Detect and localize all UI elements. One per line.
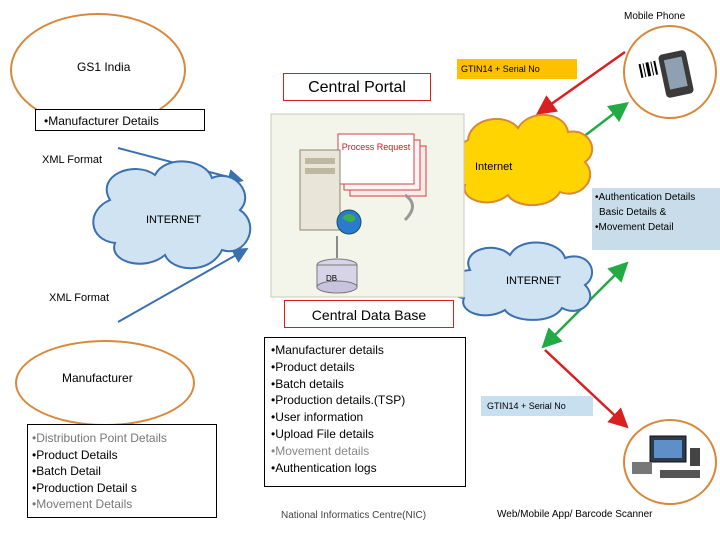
arrow-red-bottom	[544, 349, 629, 429]
process-request-label: Process Request	[341, 142, 411, 152]
database-contents-box: •Manufacturer details •Product details •…	[264, 337, 466, 487]
db-item: •Movement details	[271, 443, 370, 458]
db-item: •Upload File details	[271, 426, 374, 441]
db-item: •Manufacturer details	[271, 343, 384, 357]
arrow-xml-bottom	[117, 248, 249, 323]
auth-line-2: Basic Details &	[599, 207, 667, 218]
db-label: DB	[326, 274, 338, 283]
manufacturer-items-box: •Distribution Point Details •Product Det…	[27, 424, 217, 518]
manufacturer-item: •Movement Details	[32, 497, 133, 512]
db-item: •Authentication logs	[271, 460, 377, 475]
auth-line-1: •Authentication Details	[595, 192, 696, 203]
manufacturer-item: •Production Detail s	[32, 480, 137, 495]
nic-label: National Informatics Centre(NIC)	[281, 510, 427, 521]
auth-line-3: •Movement Detail	[595, 222, 674, 233]
xml-format-top: XML Format	[42, 154, 103, 166]
manufacturer-item: •Distribution Point Details	[32, 431, 167, 445]
gs1-india-oval	[10, 13, 186, 127]
db-item: •Production details.(TSP)	[271, 393, 406, 408]
internet-cloud-right-bottom-label: INTERNET	[506, 275, 561, 287]
internet-cloud-right-top-label: Internet	[475, 161, 513, 173]
internet-cloud-right-top	[446, 113, 594, 207]
manufacturer-details-text: Manufacturer Details	[48, 114, 159, 128]
manufacturer-item: •Batch Detail	[32, 464, 101, 479]
gtin-serial-bottom-label: GTIN14 + Serial No	[481, 396, 593, 416]
authentication-details-box: •Authentication Details Basic Details & …	[592, 188, 720, 250]
manufacturer-item: •Product Details	[32, 447, 118, 462]
manufacturer-oval	[15, 340, 195, 426]
manufacturer-details-box: •Manufacturer Details	[35, 109, 205, 131]
xml-format-bottom: XML Format	[49, 292, 110, 304]
bullet: •	[44, 114, 49, 128]
computer-scanner-icon	[623, 419, 717, 505]
db-item: •Batch details	[271, 376, 344, 391]
internet-cloud-left-label: INTERNET	[146, 214, 201, 226]
gtin-serial-top-label: GTIN14 + Serial No	[457, 59, 577, 79]
central-server-graphic	[270, 113, 465, 298]
central-portal-label: Central Portal	[283, 73, 431, 101]
central-database-label: Central Data Base	[284, 300, 454, 328]
mobile-phone-label: Mobile Phone	[624, 11, 686, 22]
manufacturer-label: Manufacturer	[62, 371, 133, 385]
db-item: •Product details	[271, 359, 355, 374]
db-item: •User information	[271, 410, 364, 425]
internet-cloud-left	[92, 160, 252, 270]
gs1-india-label: GS1 India	[77, 60, 131, 74]
mobile-phone-icon	[623, 25, 717, 119]
internet-cloud-right-bottom	[447, 241, 594, 321]
scanner-label: Web/Mobile App/ Barcode Scanner	[497, 509, 653, 520]
